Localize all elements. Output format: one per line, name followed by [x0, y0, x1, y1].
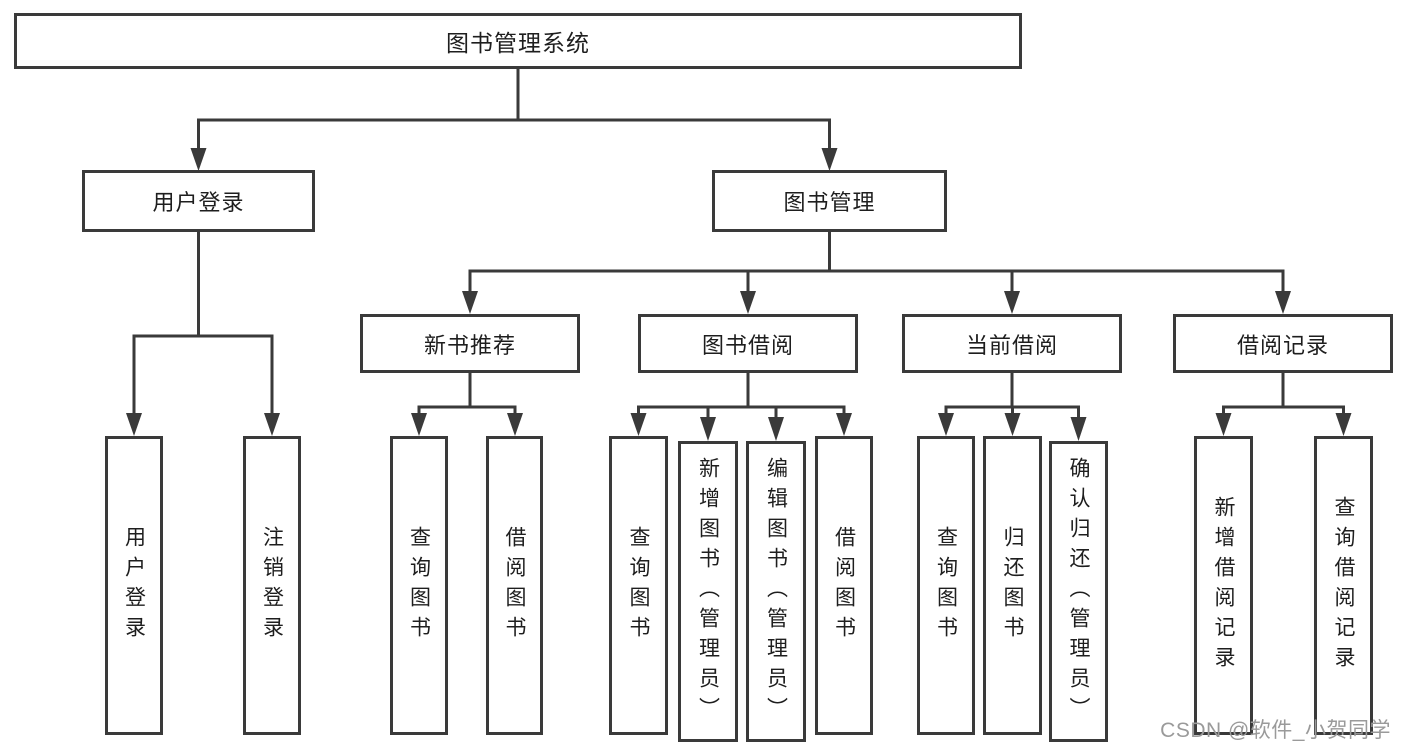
leaf-add-book-admin: 新增图书（管理员） — [678, 441, 738, 742]
leaf-label: 归还图书 — [1001, 525, 1024, 646]
leaf-confirm-return-admin: 确认归还（管理员） — [1049, 441, 1108, 742]
node-label: 用户登录 — [152, 190, 245, 215]
node-new-book-recommend: 新书推荐 — [360, 314, 580, 373]
node-book-management: 图书管理 — [712, 170, 947, 232]
node-label: 图书借阅 — [701, 332, 794, 358]
node-library-system: 图书管理系统 — [14, 13, 1022, 69]
connector-book-borrow-to-leaves — [630, 373, 852, 441]
leaf-newbook-query-books: 查询图书 — [390, 436, 448, 735]
leaf-label: 用户登录 — [122, 525, 146, 646]
node-label: 新书推荐 — [423, 332, 516, 358]
leaf-label: 查询借阅记录 — [1332, 495, 1355, 676]
leaf-return-books: 归还图书 — [983, 436, 1042, 735]
leaf-label: 查询图书 — [934, 525, 958, 646]
connector-current-borrow-to-leaves — [938, 373, 1087, 441]
leaf-borrowing-query-books: 查询图书 — [609, 436, 668, 735]
node-label: 当前借阅 — [965, 332, 1058, 358]
leaf-label: 新增借阅记录 — [1212, 495, 1235, 676]
connector-book-mgmt-to-level3 — [462, 232, 1291, 314]
node-label: 图书管理系统 — [446, 30, 590, 56]
node-label: 借阅记录 — [1236, 332, 1329, 358]
leaf-logout: 注销登录 — [243, 436, 301, 735]
leaf-query-borrow-record: 查询借阅记录 — [1314, 436, 1373, 735]
connector-user-login-to-leaves — [126, 232, 280, 436]
leaf-user-login: 用户登录 — [105, 436, 163, 735]
leaf-label: 查询图书 — [407, 525, 431, 646]
leaf-borrowing-borrow-books: 借阅图书 — [815, 436, 873, 735]
node-book-borrowing: 图书借阅 — [638, 314, 858, 373]
leaf-current-query-books: 查询图书 — [917, 436, 975, 735]
connector-root-to-level2 — [190, 68, 838, 171]
leaf-add-borrow-record: 新增借阅记录 — [1194, 436, 1253, 735]
leaf-label: 查询图书 — [627, 525, 650, 646]
node-borrowing-records: 借阅记录 — [1173, 314, 1393, 373]
leaf-label: 新增图书（管理员） — [696, 456, 720, 727]
node-current-borrowing: 当前借阅 — [902, 314, 1122, 373]
connector-new-book-to-leaves — [411, 373, 523, 436]
leaf-edit-book-admin: 编辑图书（管理员） — [746, 441, 806, 742]
leaf-label: 确认归还（管理员） — [1067, 456, 1090, 727]
connector-borrow-record-to-leaves — [1215, 373, 1352, 436]
node-user-login: 用户登录 — [82, 170, 315, 232]
node-label: 图书管理 — [783, 190, 876, 215]
leaf-label: 注销登录 — [260, 525, 284, 646]
leaf-label: 借阅图书 — [832, 525, 856, 646]
leaf-label: 借阅图书 — [503, 525, 526, 646]
leaf-label: 编辑图书（管理员） — [764, 456, 788, 727]
leaf-newbook-borrow-books: 借阅图书 — [486, 436, 543, 735]
